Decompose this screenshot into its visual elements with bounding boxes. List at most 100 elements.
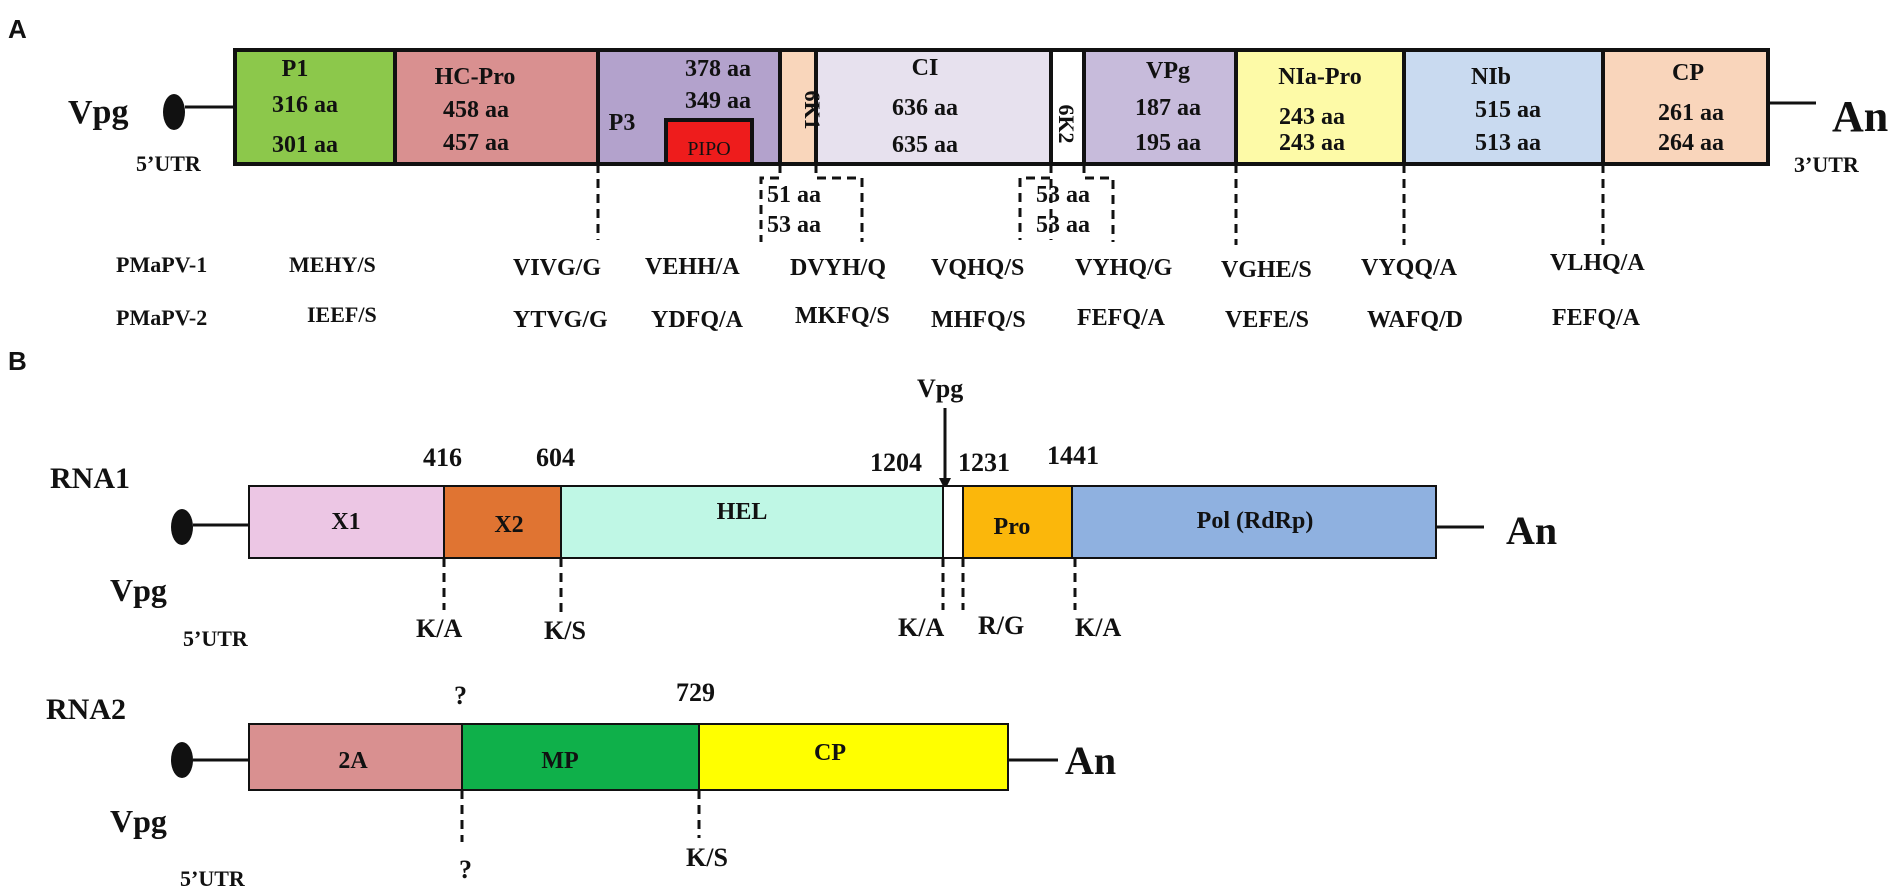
ci-len1: 636 aa [892, 95, 958, 121]
nib-name: NIb [1471, 64, 1511, 90]
nib-len2: 513 aa [1475, 130, 1541, 156]
vpg-seg-len1: 187 aa [1135, 95, 1201, 121]
rna2-title: RNA2 [46, 693, 126, 726]
vpg-marker-a [163, 94, 185, 130]
k2-size2: 53 aa [1036, 212, 1090, 238]
site-nib-cp-2: FEFQ/A [1552, 305, 1641, 331]
segment-hel [560, 485, 944, 559]
nia-pro-len1: 243 aa [1279, 104, 1345, 130]
p1-name: P1 [282, 56, 309, 82]
vpg-arrow-label: Vpg [917, 374, 963, 403]
vpg-marker-rna1 [171, 509, 193, 545]
2a-label: 2A [338, 748, 368, 774]
rna2-polya: An [1065, 738, 1116, 783]
pro-label: Pro [994, 514, 1031, 540]
cp-rna2-label: CP [814, 740, 846, 766]
hc-pro-len2: 457 aa [443, 130, 509, 156]
nia-pro-len2: 243 aa [1279, 130, 1345, 156]
segment-vpg-rna1 [942, 485, 964, 559]
site-hcpro-p3-2: YTVG/G [513, 307, 608, 333]
site-p3-6k1-2: YDFQ/A [651, 307, 744, 333]
k1-size2: 53 aa [767, 212, 821, 238]
isolate-1-label: PMaPV-1 [116, 252, 207, 277]
vpg-arrow-head [939, 478, 951, 490]
site-vpg-nia-2: VEFE/S [1225, 307, 1309, 333]
site-6k1-ci-1: DVYH/Q [790, 255, 886, 281]
segment-hc-pro [393, 48, 600, 166]
rna1-site-4: R/G [978, 611, 1024, 640]
rna2-vpg-label: Vpg [110, 803, 167, 839]
rna1-site-3: K/A [898, 613, 944, 642]
ci-len2: 635 aa [892, 132, 958, 158]
rna1-site-1: K/A [416, 614, 462, 643]
hel-label: HEL [717, 499, 768, 525]
site-p1-hcpro-2: IEEF/S [307, 302, 377, 327]
k2-name: 6K2 [1054, 104, 1079, 143]
cp-len2: 264 aa [1658, 130, 1724, 156]
rna2-pos-unknown: ? [454, 681, 467, 710]
pol-label: Pol (RdRp) [1197, 508, 1314, 534]
site-6k1-ci-2: MKFQ/S [795, 303, 890, 329]
rna1-site-2: K/S [544, 616, 586, 645]
panel-b-label: B [8, 346, 27, 376]
p1-len1: 316 aa [272, 92, 338, 118]
rna1-polya: An [1506, 508, 1557, 553]
rna2-utr5-label: 5’UTR [180, 866, 246, 891]
k1-name: 6K1 [800, 90, 825, 129]
polya-label-a: An [1832, 92, 1888, 141]
rna1-title: RNA1 [50, 462, 130, 495]
rna1-pos-604: 604 [536, 443, 575, 472]
segment-nib [1402, 48, 1605, 166]
vpg-seg-name: VPg [1146, 58, 1190, 84]
segment-x2 [443, 485, 562, 559]
nia-pro-name: NIa-Pro [1278, 64, 1362, 90]
vpg-marker-rna2 [171, 742, 193, 778]
segment-x1 [248, 485, 445, 559]
site-p3-6k1-1: VEHH/A [645, 254, 740, 280]
site-ci-6k2-2: MHFQ/S [931, 307, 1026, 333]
segment-mp [461, 723, 700, 791]
pipo-box [664, 118, 754, 166]
polyprotein-rna2 [248, 723, 1009, 791]
ci-name: CI [912, 55, 939, 81]
p1-len2: 301 aa [272, 132, 338, 158]
site-nib-cp-1: VLHQ/A [1550, 250, 1645, 276]
rna1-vpg-label: Vpg [110, 572, 167, 608]
segment-2a [248, 723, 463, 791]
segment-pol [1071, 485, 1437, 559]
rna2-pos-729: 729 [676, 678, 715, 707]
segment-cp-rna2 [698, 723, 1009, 791]
site-p1-hcpro-1: MEHY/S [289, 252, 376, 277]
rna1-pos-1204: 1204 [870, 448, 922, 477]
rna1-site-5: K/A [1075, 613, 1121, 642]
hc-pro-len1: 458 aa [443, 97, 509, 123]
nib-len1: 515 aa [1475, 97, 1541, 123]
utr3-label-a: 3’UTR [1794, 152, 1860, 177]
x1-label: X1 [331, 509, 360, 535]
rna2-site-1: ? [459, 855, 472, 884]
hc-pro-name: HC-Pro [435, 64, 516, 90]
cleavage-lines-rna1 [442, 558, 1077, 612]
p3-name: P3 [609, 110, 636, 136]
cleavage-lines-a [596, 164, 1605, 245]
p3-len1: 378 aa [685, 56, 751, 82]
cp-len1: 261 aa [1658, 100, 1724, 126]
k1-size1: 51 aa [767, 182, 821, 208]
site-ci-6k2-1: VQHQ/S [931, 255, 1024, 281]
site-hcpro-p3-1: VIVG/G [513, 255, 601, 281]
rna1-pos-416: 416 [423, 443, 462, 472]
site-6k2-vpg-2: FEFQ/A [1077, 305, 1166, 331]
rna1-pos-1441: 1441 [1047, 441, 1099, 470]
rna1-pos-1231: 1231 [958, 448, 1010, 477]
rna2-site-2: K/S [686, 843, 728, 872]
vpg-label-a: Vpg [68, 94, 128, 131]
isolate-2-label: PMaPV-2 [116, 305, 207, 330]
k2-size1: 53 aa [1036, 182, 1090, 208]
p3-len2: 349 aa [685, 88, 751, 114]
site-nia-nib-2: WAFQ/D [1367, 307, 1463, 333]
cp-name: CP [1672, 60, 1704, 86]
site-nia-nib-1: VYQQ/A [1361, 255, 1458, 281]
rna1-utr5-label: 5’UTR [183, 626, 249, 651]
site-6k2-vpg-1: VYHQ/G [1075, 255, 1173, 281]
